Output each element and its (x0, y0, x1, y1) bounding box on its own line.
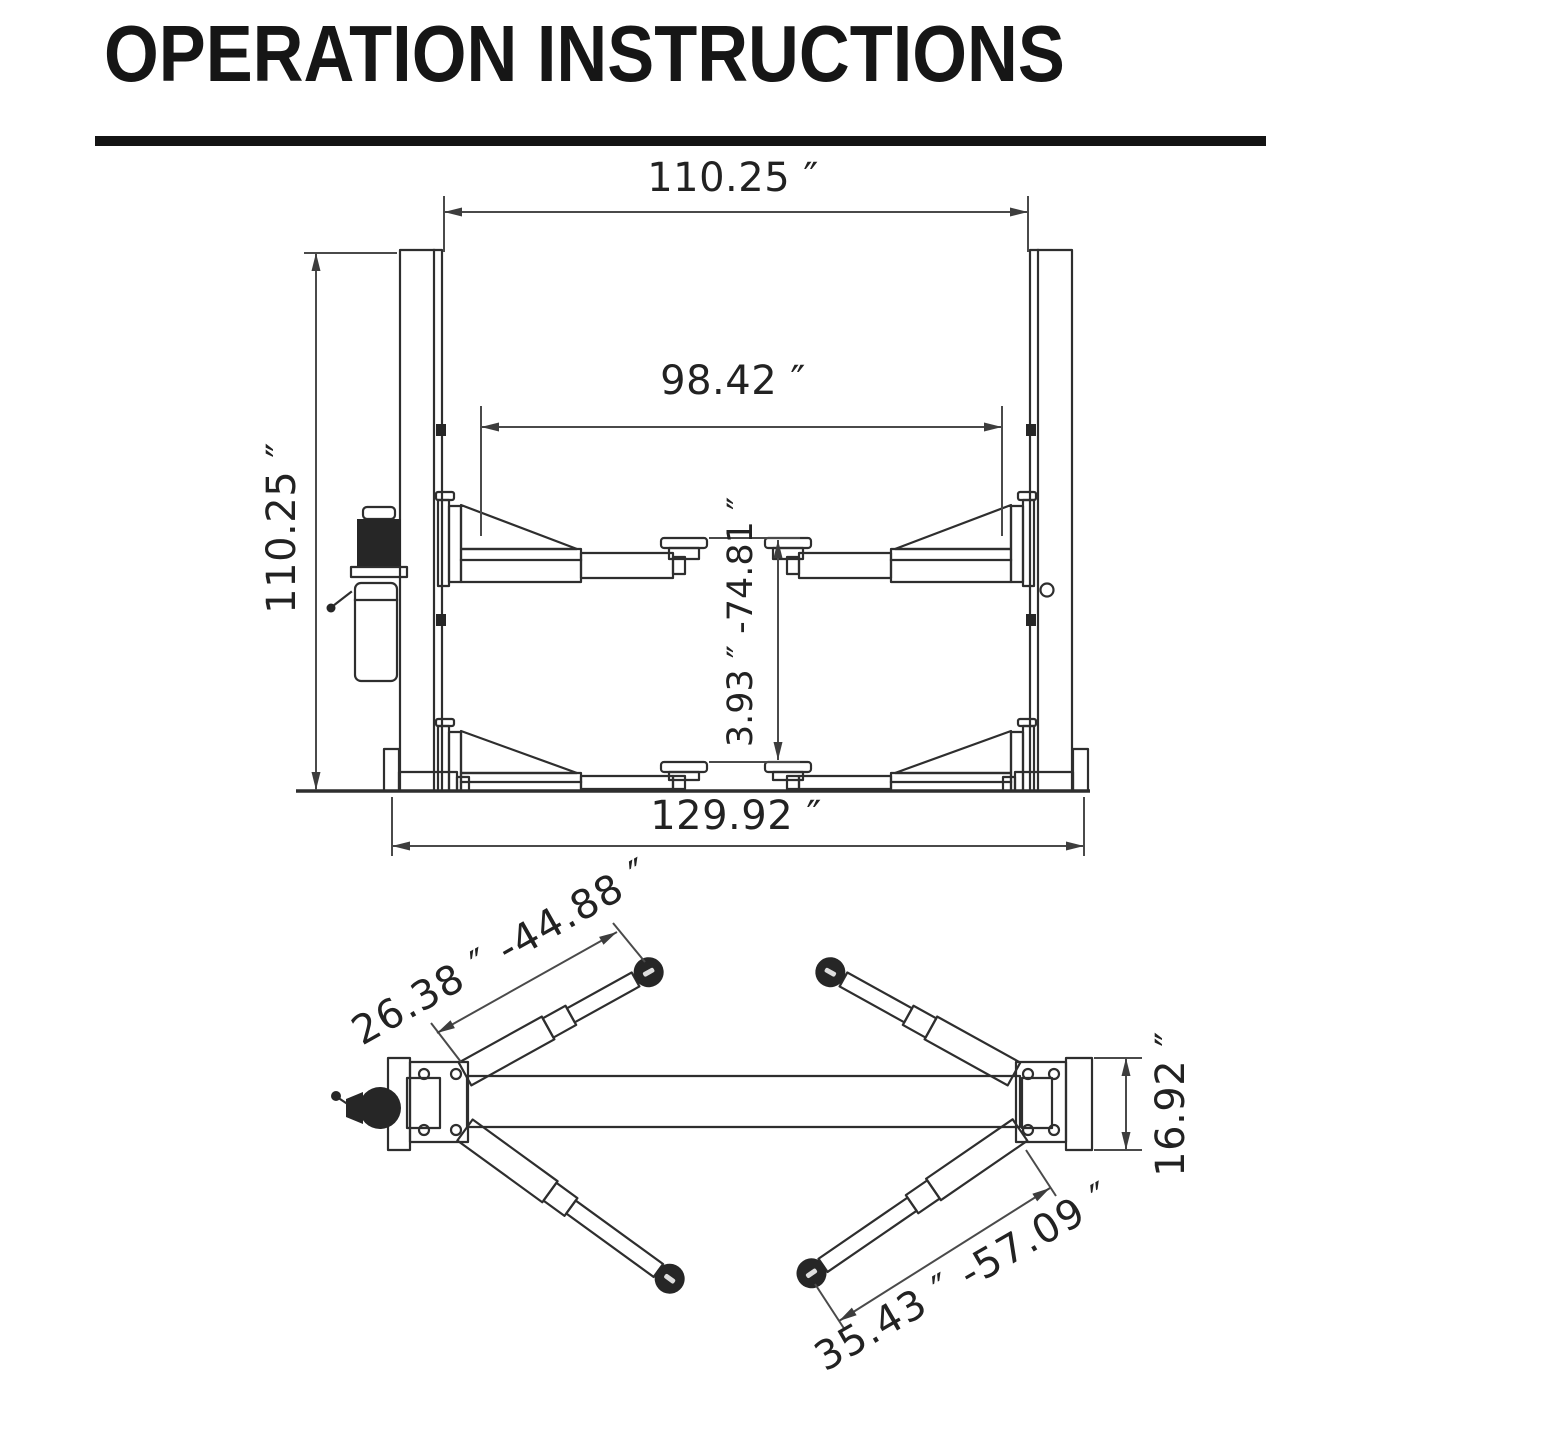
column-hole (1039, 582, 1055, 598)
dim-overall-width-label: 129.92 ″ (650, 793, 822, 839)
left-upper-arm (434, 490, 709, 588)
base-beam (465, 1074, 1022, 1129)
dim-inner-width: 110.25 ″ (443, 155, 1029, 252)
dim-carriage-spread: 98.42 ″ (480, 358, 1003, 536)
title-underline (95, 136, 1266, 146)
plan-view: 26.38 ″ -44.88 ″ 35.43 ″ -57.09 ″ 16.92 … (331, 849, 1194, 1381)
power-unit (326, 505, 409, 683)
page-title: OPERATION INSTRUCTIONS (104, 9, 1065, 98)
dim-lift-range: 3.93 ″ -74.81 ″ (709, 497, 800, 763)
dim-front-arm-reach-label: 26.38 ″ -44.88 ″ (344, 849, 659, 1054)
right-lower-arm (763, 717, 1038, 793)
dim-carriage-spread-label: 98.42 ″ (660, 358, 806, 404)
front-view: 110.25 ″ 98.42 ″ 110.25 ″ 3.93 ″ -74.81 … (259, 155, 1090, 856)
plan-right-carriage (1014, 1056, 1094, 1152)
dim-overall-width: 129.92 ″ (391, 793, 1085, 856)
dim-column-height: 110.25 ″ (259, 252, 397, 790)
dim-inner-width-label: 110.25 ″ (647, 155, 819, 201)
dim-carriage-width-label: 16.92 ″ (1148, 1031, 1194, 1177)
plan-left-carriage (386, 1056, 470, 1152)
plan-power-unit (331, 1087, 401, 1129)
dim-rear-arm-reach-label: 35.43 ″ -57.09 ″ (807, 1173, 1121, 1381)
left-lower-arm (434, 717, 709, 793)
right-baseplate (1001, 747, 1090, 793)
front-right-arm (808, 950, 1023, 1089)
dim-lift-range-label: 3.93 ″ -74.81 ″ (721, 497, 761, 747)
dim-carriage-width: 16.92 ″ (1094, 1031, 1194, 1177)
left-baseplate (382, 747, 471, 793)
rear-left-arm (455, 1116, 692, 1301)
dim-front-arm-reach: 26.38 ″ -44.88 ″ (344, 849, 659, 1063)
right-upper-arm (763, 490, 1038, 588)
dim-column-height-label: 110.25 ″ (259, 442, 305, 614)
